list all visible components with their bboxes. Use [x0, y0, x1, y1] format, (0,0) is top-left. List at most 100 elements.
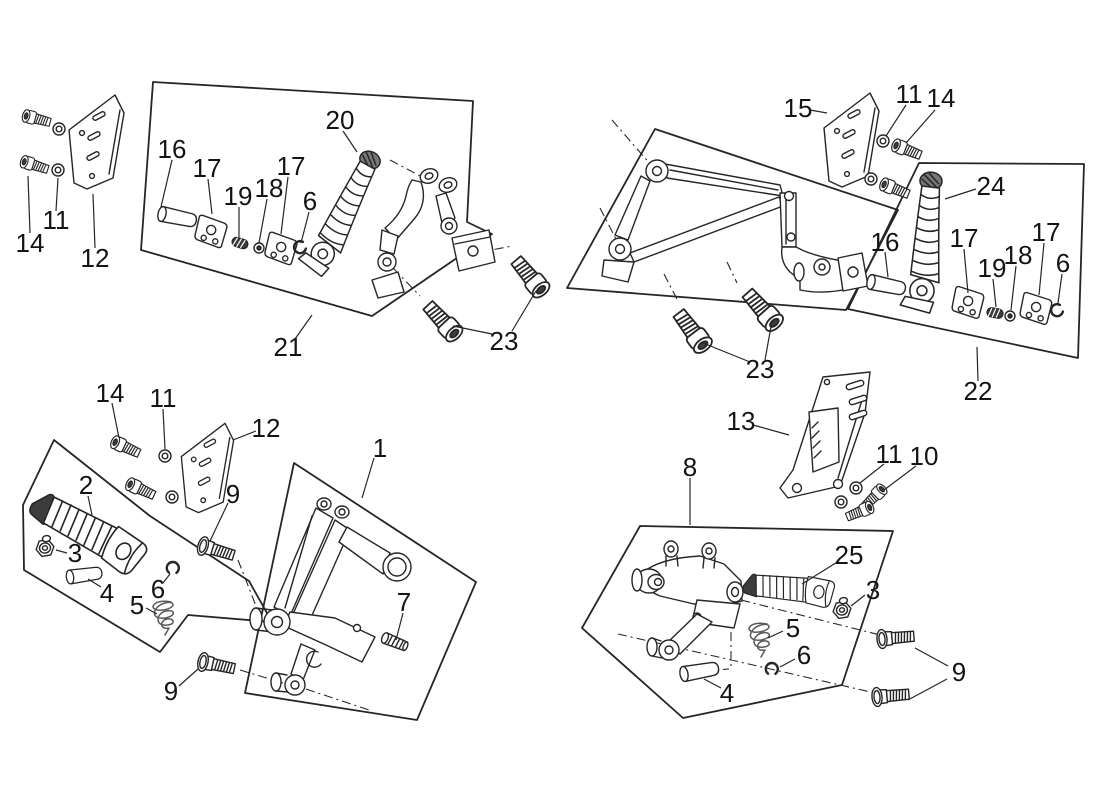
callout-leader-17 — [280, 176, 289, 235]
part-bolt-10 — [843, 499, 877, 524]
callout-label-11: 11 — [896, 79, 923, 109]
part-bolt-23 — [507, 252, 554, 302]
callout-label-7: 7 — [397, 587, 411, 617]
callout-leader-10 — [883, 465, 917, 491]
callout-leader-18 — [1010, 265, 1017, 311]
callout-label-16: 16 — [158, 134, 187, 164]
callout-label-23: 23 — [490, 326, 519, 356]
callout-label-14: 14 — [96, 378, 125, 408]
callout-leader-5 — [767, 630, 784, 639]
part-plate-17 — [1018, 291, 1054, 326]
callout-label-20: 20 — [326, 105, 355, 135]
part-nut-3 — [830, 595, 853, 620]
callout-label-12: 12 — [252, 413, 281, 443]
part-spring-5 — [748, 622, 771, 658]
callout-label-18: 18 — [255, 173, 284, 203]
callout-label-19: 19 — [224, 181, 253, 211]
part-heel-guard-12 — [68, 94, 125, 190]
callout-label-14: 14 — [927, 83, 956, 113]
part-washer-11 — [51, 163, 65, 177]
callout-label-14: 14 — [16, 228, 45, 258]
callout-leader-9 — [914, 647, 949, 667]
callout-leader-1 — [361, 457, 375, 499]
callout-leader-19 — [992, 278, 997, 308]
callout-leader-23 — [452, 325, 493, 335]
callout-leader-23 — [764, 320, 773, 361]
callout-leader-17 — [1038, 242, 1045, 296]
callout-leader-22 — [976, 346, 979, 382]
callout-label-17: 17 — [950, 223, 979, 253]
callout-label-4: 4 — [720, 678, 734, 708]
part-pin-4 — [64, 565, 104, 585]
part-bracket-top-left — [371, 168, 496, 299]
group-bottom-left — [25, 422, 412, 696]
callout-label-9: 9 — [226, 479, 240, 509]
callout-label-16: 16 — [871, 227, 900, 257]
part-washer-11 — [165, 490, 179, 504]
callout-label-11: 11 — [150, 383, 177, 413]
callout-leader-6 — [162, 573, 171, 584]
callout-label-17: 17 — [277, 151, 306, 181]
callout-label-9: 9 — [164, 676, 178, 706]
callout-leader-14 — [111, 402, 120, 439]
callout-label-6: 6 — [797, 640, 811, 670]
callout-label-21: 21 — [274, 332, 303, 362]
group-top-left — [18, 94, 554, 346]
part-bolt-9 — [870, 684, 911, 708]
callout-leader-16 — [884, 251, 889, 278]
callout-label-10: 10 — [910, 441, 939, 471]
assembly-box-8 — [581, 525, 894, 719]
callout-leader-6 — [779, 658, 796, 668]
callout-leader-20 — [342, 130, 358, 153]
callout-label-22: 22 — [964, 376, 993, 406]
part-spring-19 — [985, 306, 1005, 320]
callout-leader-6 — [1057, 273, 1063, 304]
callout-label-6: 6 — [151, 574, 165, 604]
callout-leader-11 — [55, 177, 59, 212]
callout-leader-11 — [162, 408, 166, 450]
part-bolt-14 — [889, 137, 924, 163]
assembly-box-21 — [140, 81, 493, 317]
callout-label-5: 5 — [786, 613, 800, 643]
part-pin-7 — [379, 631, 411, 653]
part-heel-guard-13 — [779, 371, 871, 499]
callout-leader-25 — [801, 560, 840, 585]
callout-label-4: 4 — [100, 578, 114, 608]
callout-label-3: 3 — [866, 575, 880, 605]
callout-leader-12 — [92, 193, 96, 249]
callout-label-6: 6 — [1056, 248, 1070, 278]
callout-leader-24 — [944, 188, 977, 200]
assembly-box-22 — [847, 162, 1085, 359]
part-nut-3 — [33, 533, 56, 558]
callout-leader-5 — [145, 607, 158, 615]
part-bracket-1 — [249, 497, 412, 696]
callout-label-6: 6 — [303, 186, 317, 216]
callout-leader-14 — [905, 109, 936, 144]
callout-label-8: 8 — [683, 452, 697, 482]
callout-label-3: 3 — [68, 538, 82, 568]
part-bolt-9 — [195, 650, 237, 679]
part-clip-6 — [165, 560, 181, 575]
callout-label-11: 11 — [876, 439, 903, 469]
part-bracket-8 — [631, 540, 744, 661]
part-bolt-14 — [108, 433, 143, 461]
callout-leader-3 — [850, 594, 866, 607]
callout-leader-15 — [809, 109, 828, 114]
callout-leader-2 — [87, 495, 93, 516]
callout-label-23: 23 — [746, 354, 775, 384]
callout-leader-12 — [232, 430, 257, 441]
callout-label-15: 15 — [784, 93, 813, 123]
callout-label-5: 5 — [130, 590, 144, 620]
callout-label-12: 12 — [81, 243, 110, 273]
callout-label-1: 1 — [373, 433, 387, 463]
callout-leader-14 — [27, 175, 31, 234]
callout-label-17: 17 — [1032, 217, 1061, 247]
callout-leader-9 — [178, 668, 199, 687]
callout-leader-11 — [885, 104, 907, 137]
part-washer-11 — [864, 172, 878, 186]
callout-leader-21 — [294, 314, 313, 340]
callout-leader-23 — [511, 290, 537, 332]
part-bolt-23 — [738, 285, 787, 336]
part-pin-16 — [155, 205, 199, 230]
